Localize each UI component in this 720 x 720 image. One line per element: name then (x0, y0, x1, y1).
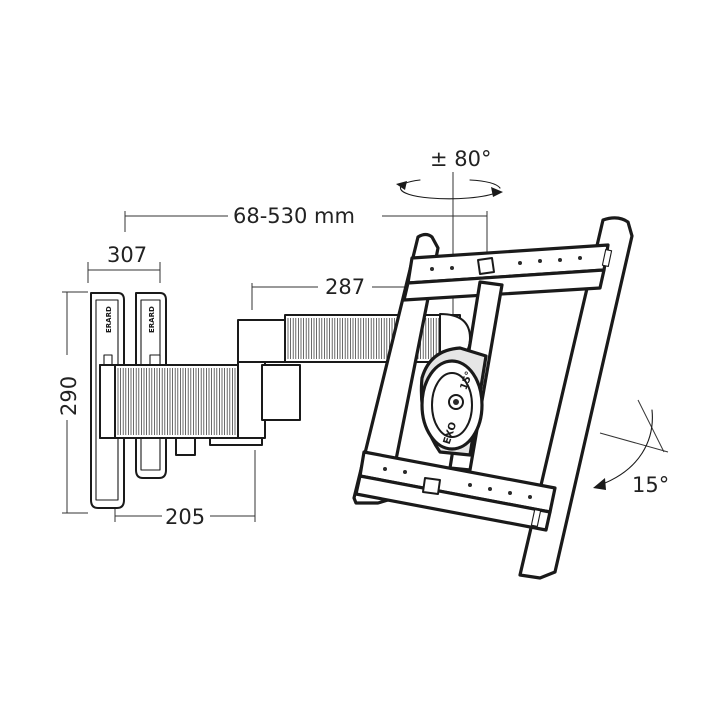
wall-plate-depth-label: 307 (107, 243, 147, 267)
arm-hatching-tv (287, 318, 440, 359)
top-rail-holes (430, 256, 582, 271)
tilt-arrow-icon (593, 399, 669, 490)
arm-length-label: 287 (325, 275, 365, 299)
tilt-label: 15° (632, 473, 669, 497)
plate-logo-left: ERARD (105, 306, 113, 333)
bottom-rail-holes (383, 467, 532, 499)
height-label: 290 (57, 376, 81, 416)
plate-logo-right: ERARD (148, 306, 156, 333)
pivot-head: 15° EXO (419, 280, 504, 472)
extension-label: 68-530 mm (233, 204, 355, 228)
arm-hatching-wall (117, 368, 236, 435)
rotation-label: ± 80° (430, 147, 492, 171)
dimension-labels: ± 80° 68-530 mm 307 287 290 205 15° (57, 147, 669, 529)
arm-segment-wall (99, 359, 301, 456)
tv-bracket-frame (352, 216, 634, 580)
rotation-arrow-icon (396, 179, 503, 200)
plate-width-label: 205 (165, 505, 205, 529)
